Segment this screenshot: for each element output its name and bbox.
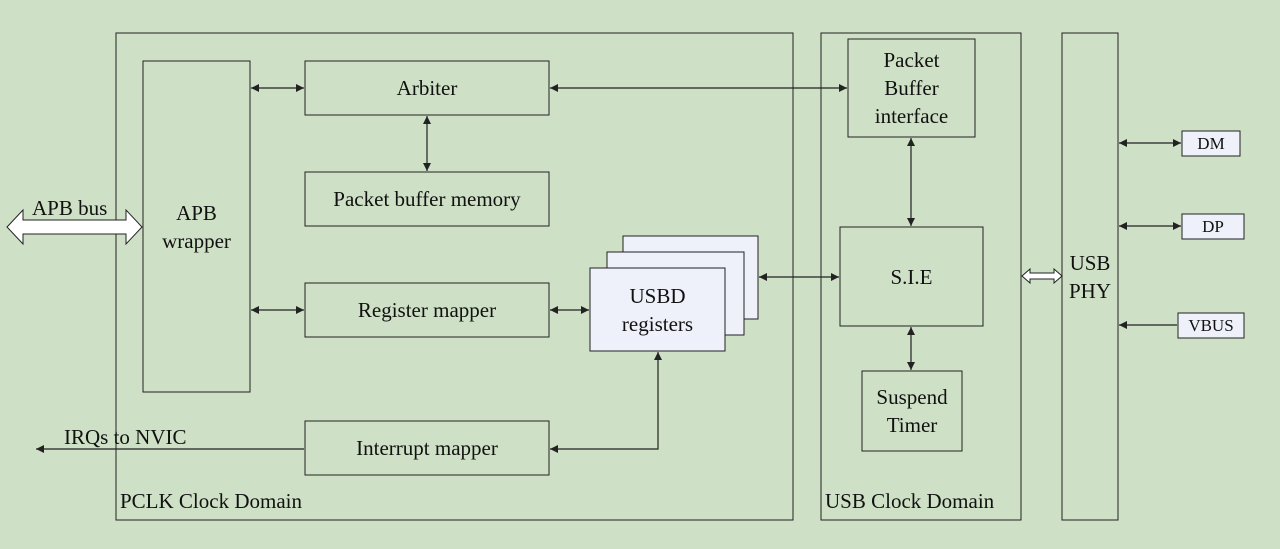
packet-buffer-interface-box bbox=[847, 38, 976, 138]
usb-domain-label: USB Clock Domain bbox=[825, 489, 995, 513]
irqs-to-nvic-label: IRQs to NVIC bbox=[64, 425, 187, 449]
sie-box bbox=[839, 226, 984, 327]
arbiter-label: Arbiter bbox=[396, 76, 458, 100]
register-mapper-box bbox=[304, 282, 550, 338]
dm-box bbox=[1181, 130, 1241, 157]
register-mapper-label: Register mapper bbox=[357, 298, 497, 322]
usbd-registers-box bbox=[589, 267, 726, 352]
pclk-domain-label: PCLK Clock Domain bbox=[120, 489, 302, 513]
dp-label: DP bbox=[1202, 216, 1224, 236]
interrupt-mapper-label: Interrupt mapper bbox=[356, 436, 498, 460]
usb-phy-label: USB PHY bbox=[1068, 251, 1111, 303]
vbus-label: VBUS bbox=[1188, 315, 1234, 335]
suspend-timer-box bbox=[861, 370, 963, 452]
dp-box bbox=[1181, 213, 1245, 240]
packet-buffer-memory-label: Packet buffer memory bbox=[333, 187, 521, 211]
vbus-box bbox=[1177, 312, 1245, 339]
apb-wrapper-label: APB wrapper bbox=[162, 200, 231, 253]
packet-buffer-memory-box bbox=[304, 171, 550, 227]
packet-buffer-interface-label: Packet Buffer interface bbox=[874, 48, 949, 128]
suspend-timer-label: Suspend Timer bbox=[876, 385, 948, 437]
apb-wrapper-box bbox=[142, 60, 251, 393]
dm-label: DM bbox=[1197, 133, 1225, 153]
phy-link-double-arrow bbox=[1021, 267, 1063, 285]
arbiter-box bbox=[304, 60, 550, 116]
registers-interrupt-mapper-arrow bbox=[550, 352, 662, 453]
usbd-registers-label: USBD registers bbox=[621, 283, 694, 336]
sie-label: S.I.E bbox=[890, 264, 933, 289]
apb-bus-label: APB bus bbox=[32, 196, 108, 220]
interrupt-mapper-box bbox=[304, 420, 550, 476]
apb-bus-double-arrow bbox=[6, 208, 143, 246]
